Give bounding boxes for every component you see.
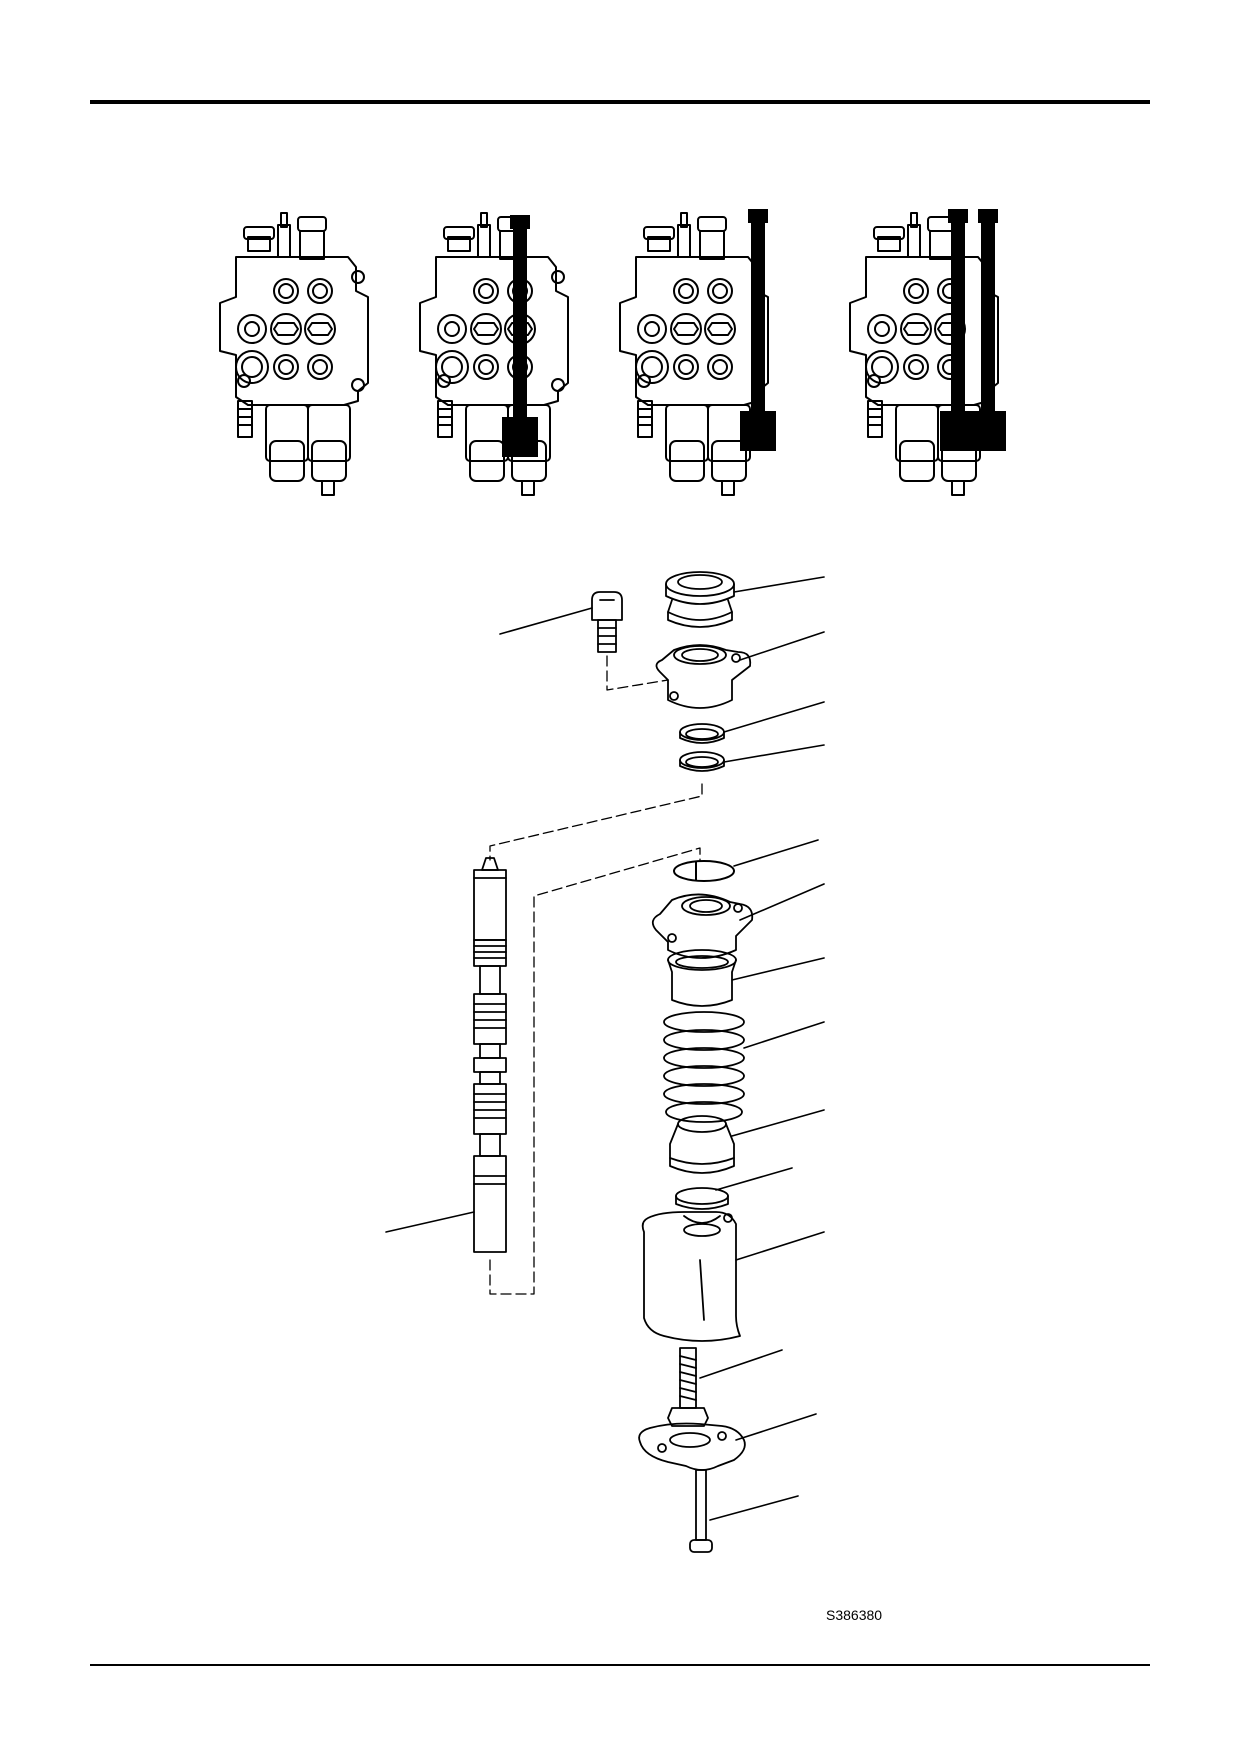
- footer-rule: [90, 1664, 1150, 1666]
- valve-assembly-2: [419, 212, 569, 496]
- bottom-cover-part: [638, 1422, 746, 1471]
- highlight-section: [739, 208, 777, 452]
- seal-ring-2: [679, 751, 725, 772]
- spring-part: [663, 1011, 745, 1123]
- washer-part: [675, 1187, 729, 1210]
- cap-screw-part: [591, 591, 623, 653]
- flange-cap-part: [655, 644, 752, 709]
- valve-assembly-3: [619, 208, 777, 496]
- figure-reference-code: S386380: [826, 1607, 883, 1623]
- lower-flange-part: [651, 893, 754, 959]
- leader-lines: [385, 576, 825, 1521]
- highlight-section: [969, 208, 1007, 452]
- end-cover-part: [641, 1211, 741, 1342]
- spool-part: [473, 857, 507, 1253]
- boot-seal-part: [665, 571, 735, 628]
- header-rule: [90, 100, 1150, 104]
- pin-part: [689, 1469, 713, 1553]
- circlip-part: [673, 860, 735, 882]
- assembly-line: [489, 783, 703, 861]
- spring-seat-bottom-part: [669, 1115, 735, 1174]
- valve-assembly-4: [849, 208, 1007, 496]
- adjustment-screw-part: [667, 1347, 709, 1427]
- spring-seat-top-part: [667, 949, 737, 1007]
- valve-assembly-1: [219, 212, 369, 496]
- seal-ring-1: [679, 723, 725, 744]
- assembly-line: [606, 655, 669, 691]
- assembly-line: [489, 847, 701, 1295]
